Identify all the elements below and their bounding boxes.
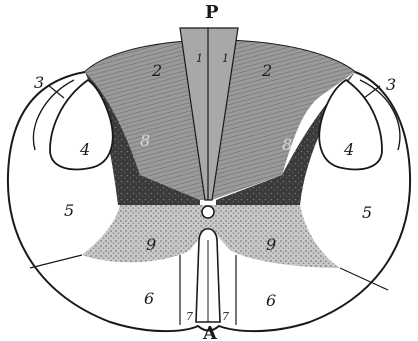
central-canal [202, 206, 214, 218]
region-5-left-label: 5 [64, 201, 74, 220]
region-8-right-label: 8 [282, 135, 292, 154]
region-9-right-label: 9 [266, 235, 276, 254]
anterior-label: A [202, 323, 218, 341]
region-8-left-label: 8 [140, 131, 150, 150]
region-4-left-label: 4 [79, 140, 90, 159]
region-2-right-label: 2 [261, 61, 272, 80]
region-1-right-label: 1 [222, 52, 229, 65]
region-3-left-label: 3 [34, 73, 44, 92]
region-3-right-label: 3 [386, 75, 396, 94]
region-9-left-label: 9 [146, 235, 156, 254]
region-7-right-label: 7 [222, 310, 229, 323]
region-6-right-label: 6 [266, 291, 276, 310]
posterior-label: P [205, 2, 219, 23]
region-1-left-label: 1 [196, 52, 203, 65]
region-4-right-label: 4 [343, 140, 354, 159]
region-6-left-label: 6 [144, 289, 154, 308]
region-5-right-label: 5 [362, 203, 372, 222]
left-anterolateral-line [30, 255, 82, 268]
region-7-left-label: 7 [186, 310, 193, 323]
region-2-left-label: 2 [151, 61, 162, 80]
